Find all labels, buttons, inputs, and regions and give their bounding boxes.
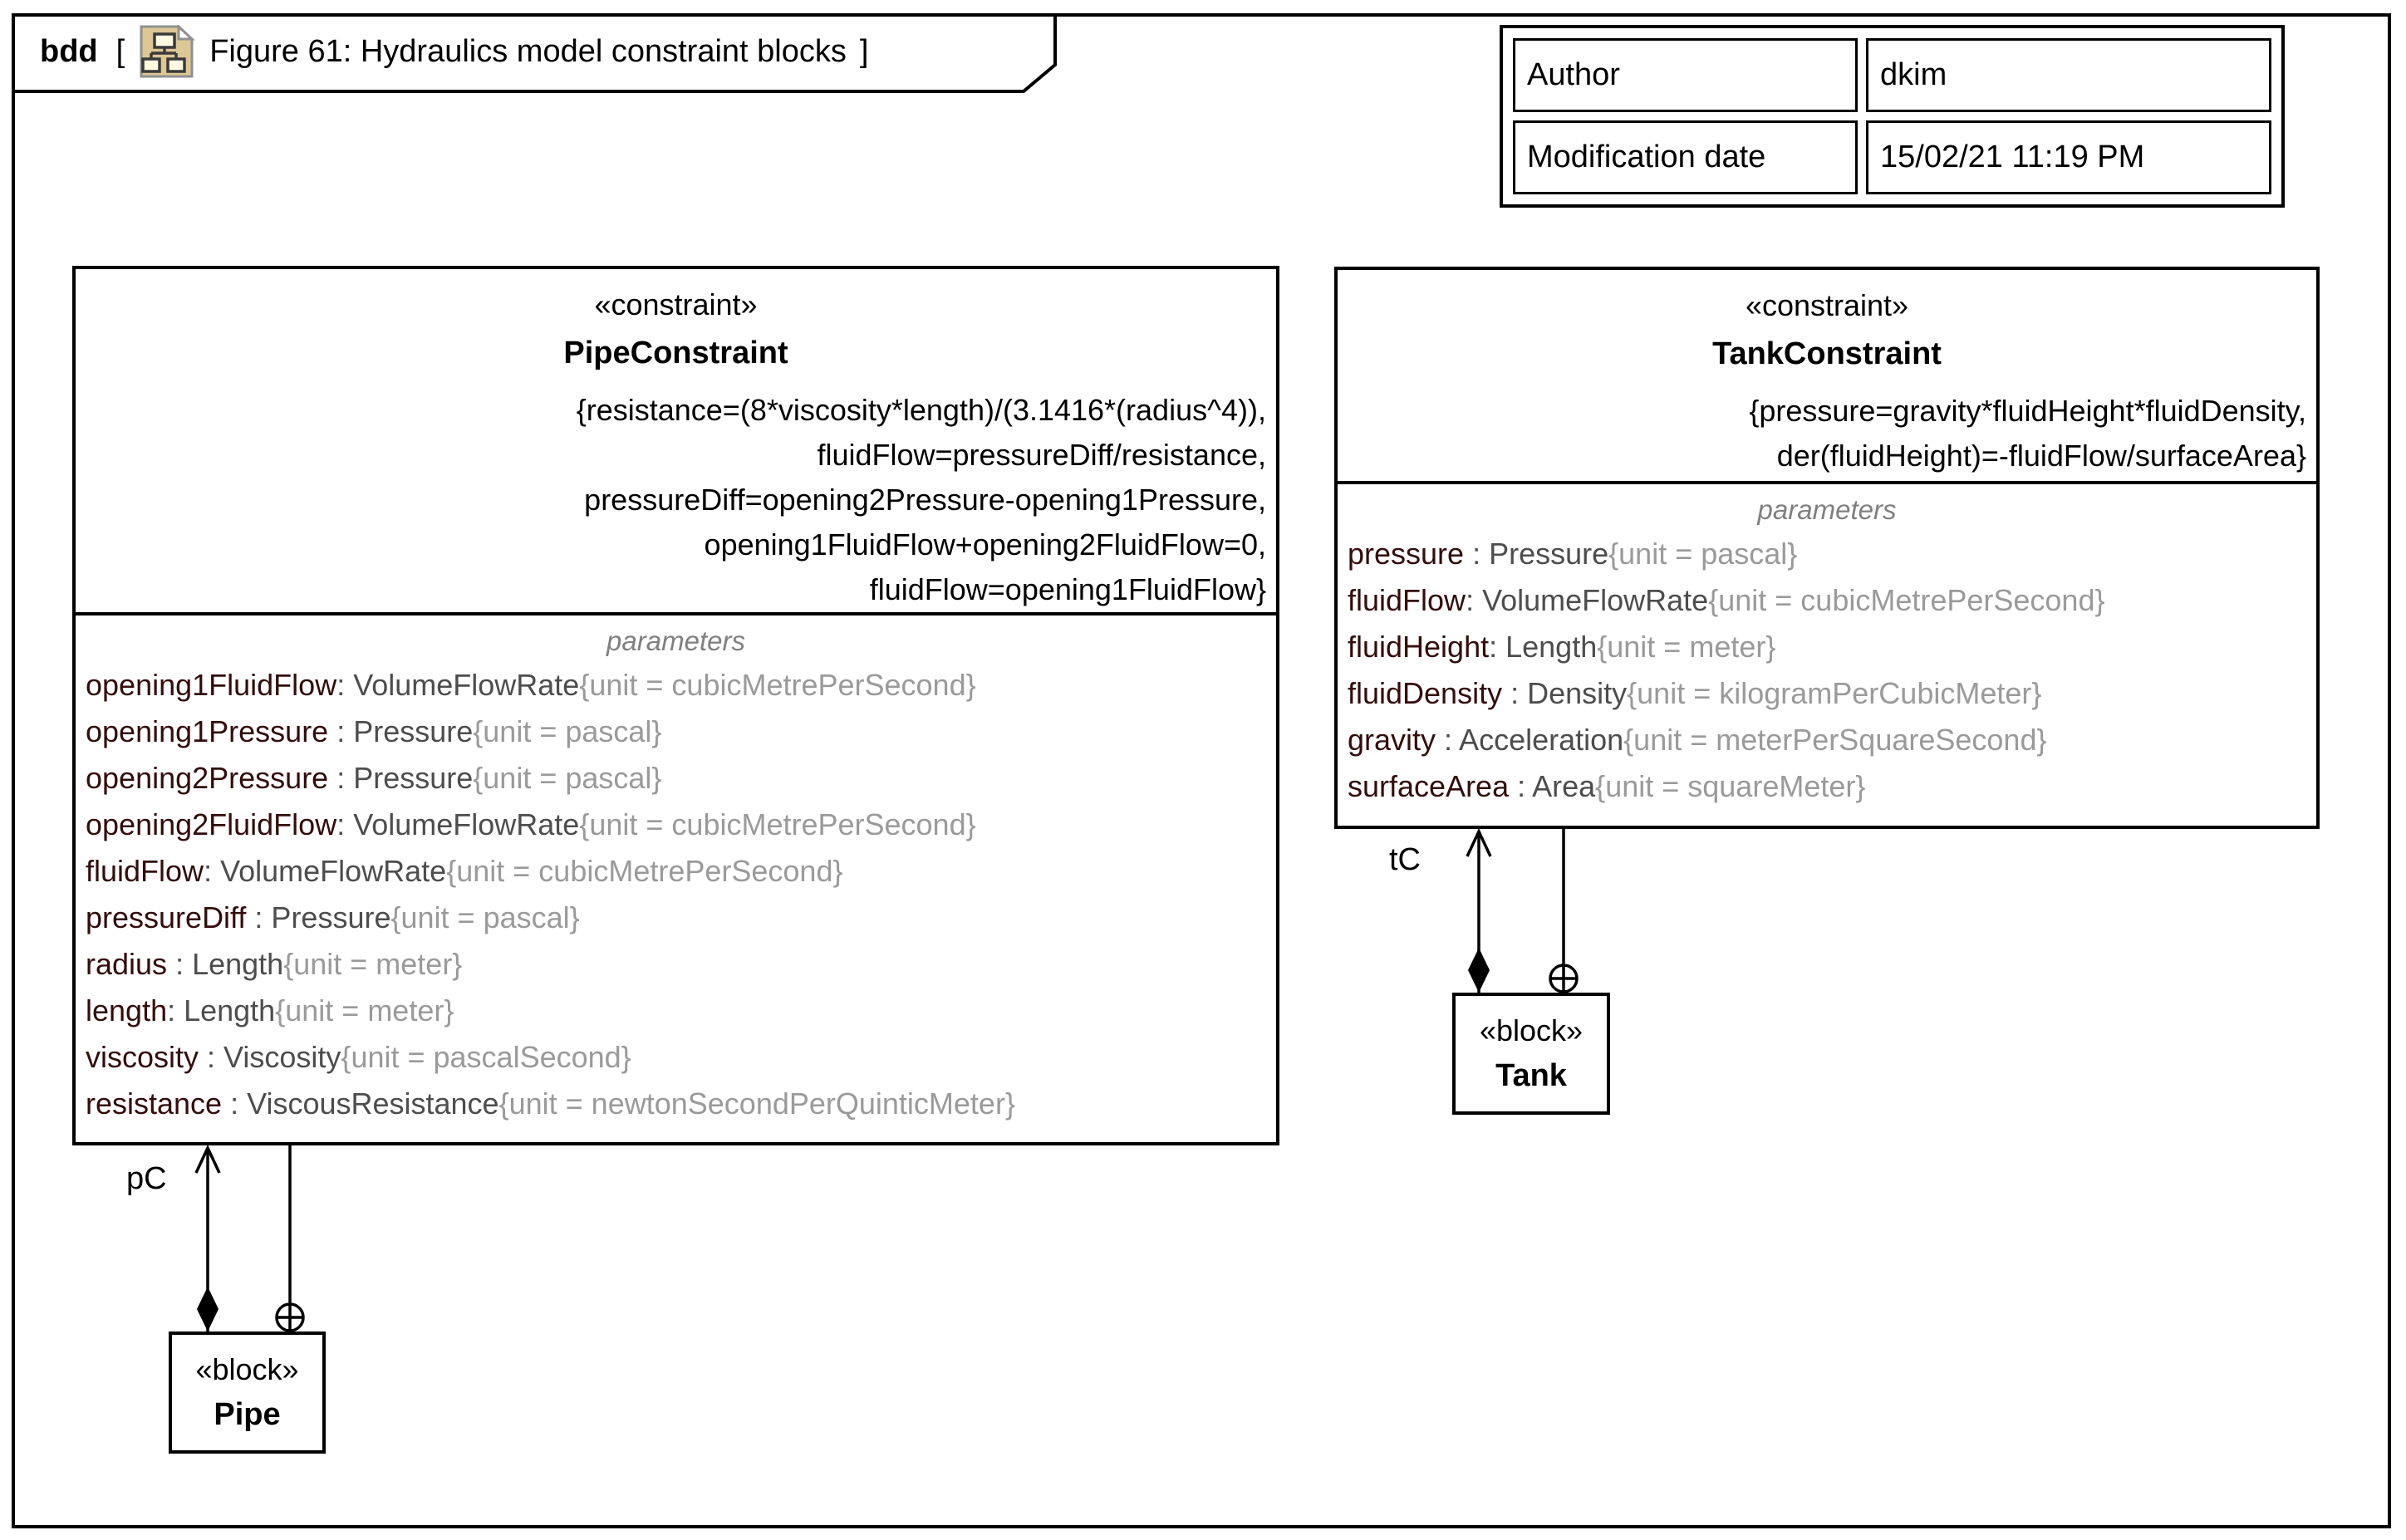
meta-label-author: Author	[1513, 38, 1858, 112]
pipe-constraint-property-label: pC	[126, 1161, 167, 1196]
composite-diamond-icon	[197, 1287, 219, 1332]
pipe-constraint-block: «constraint» PipeConstraint {resistance=…	[72, 266, 1279, 1145]
tank-parameters-compartment: parameters pressure : Pressure{unit = pa…	[1338, 481, 2316, 826]
stereotype-label: «constraint»	[594, 287, 758, 321]
parameter-line: opening1Pressure : Pressure{unit = pasca…	[86, 714, 662, 748]
block-name: Tank	[1495, 1058, 1567, 1093]
constraint-block-name: PipeConstraint	[563, 336, 788, 370]
parameter-line: fluidFlow: VolumeFlowRate{unit = cubicMe…	[86, 854, 843, 888]
tab-close-bracket: ]	[859, 33, 869, 69]
parameter-line: gravity : Acceleration{unit = meterPerSq…	[1348, 723, 2047, 757]
parameter-line: pressureDiff : Pressure{unit = pascal}	[86, 900, 580, 934]
pipe-containment-connector	[275, 1145, 305, 1332]
tank-containment-connector	[1549, 829, 1579, 993]
parameter-line: viscosity : Viscosity{unit = pascalSecon…	[86, 1040, 631, 1074]
equation-line: pressureDiff=opening2Pressure-opening1Pr…	[584, 483, 1266, 517]
constraint-equations: {resistance=(8*viscosity*length)/(3.1416…	[76, 388, 1276, 612]
parameters-compartment-label: parameters	[1757, 494, 1897, 525]
constraint-block-name: TankConstraint	[1712, 336, 1942, 371]
equation-line: fluidFlow=opening1FluidFlow}	[869, 572, 1266, 606]
tank-constraint-block: «constraint» TankConstraint {pressure=gr…	[1334, 267, 2320, 829]
diagram-kind-label: bdd	[40, 33, 98, 69]
arrowhead-icon	[1466, 827, 1492, 857]
constraint-equations: {pressure=gravity*fluidHeight*fluidDensi…	[1338, 389, 2316, 478]
stereotype-label: «constraint»	[1745, 288, 1909, 322]
frame-tab: bdd [ Figure 61: Hydraulics model constr…	[12, 13, 1055, 90]
parameters-compartment-label: parameters	[606, 625, 745, 656]
equation-line: {pressure=gravity*fluidHeight*fluidDensi…	[1749, 394, 2306, 428]
stereotype-label: «block»	[195, 1352, 299, 1386]
composite-diamond-icon	[1468, 948, 1490, 993]
pipe-constraint-header: «constraint» PipeConstraint {resistance=…	[76, 269, 1276, 612]
stereotype-label: «block»	[1479, 1013, 1584, 1047]
equation-line: fluidFlow=pressureDiff/resistance,	[817, 438, 1266, 472]
tank-constraint-property-label: tC	[1389, 842, 1421, 877]
parameter-line: opening1FluidFlow: VolumeFlowRate{unit =…	[86, 668, 976, 702]
diagram-frame	[12, 13, 2391, 1528]
meta-value-author: dkim	[1866, 38, 2271, 112]
arrowhead-icon	[194, 1144, 221, 1174]
pipe-parameters-compartment: parameters opening1FluidFlow: VolumeFlow…	[76, 612, 1276, 1142]
diagram-title: Figure 61: Hydraulics model constraint b…	[209, 33, 847, 69]
equation-line: der(fluidHeight)=-fluidFlow/surfaceArea}	[1776, 439, 2306, 473]
meta-value-modification-date: 15/02/21 11:19 PM	[1866, 120, 2271, 194]
parameter-line: surfaceArea : Area{unit = squareMeter}	[1348, 769, 1866, 803]
parameter-line: length: Length{unit = meter}	[86, 993, 454, 1027]
metadata-table: Author dkim Modification date 15/02/21 1…	[1500, 25, 2285, 208]
pipe-composition-connector	[194, 1144, 221, 1332]
parameter-line: fluidHeight: Length{unit = meter}	[1348, 630, 1776, 664]
parameter-line: radius : Length{unit = meter}	[86, 947, 463, 981]
parameter-line: opening2FluidFlow: VolumeFlowRate{unit =…	[86, 807, 976, 841]
tank-constraint-header: «constraint» TankConstraint {pressure=gr…	[1338, 270, 2316, 478]
tank-composition-connector	[1466, 827, 1492, 993]
parameter-line: fluidDensity : Density{unit = kilogramPe…	[1348, 676, 2042, 710]
bdd-diagram-icon	[140, 25, 195, 78]
tank-block: «block» Tank	[1452, 993, 1610, 1115]
equation-line: {resistance=(8*viscosity*length)/(3.1416…	[576, 393, 1266, 427]
block-name: Pipe	[214, 1397, 281, 1432]
meta-label-modification-date: Modification date	[1513, 120, 1858, 194]
pipe-block: «block» Pipe	[169, 1332, 326, 1454]
parameter-line: resistance : ViscousResistance{unit = ne…	[86, 1086, 1015, 1121]
parameter-line: pressure : Pressure{unit = pascal}	[1348, 537, 1798, 571]
parameter-line: fluidFlow: VolumeFlowRate{unit = cubicMe…	[1348, 583, 2105, 617]
parameter-line: opening2Pressure : Pressure{unit = pasca…	[86, 761, 662, 795]
equation-line: opening1FluidFlow+opening2FluidFlow=0,	[704, 527, 1266, 562]
tab-open-bracket: [	[115, 33, 125, 69]
